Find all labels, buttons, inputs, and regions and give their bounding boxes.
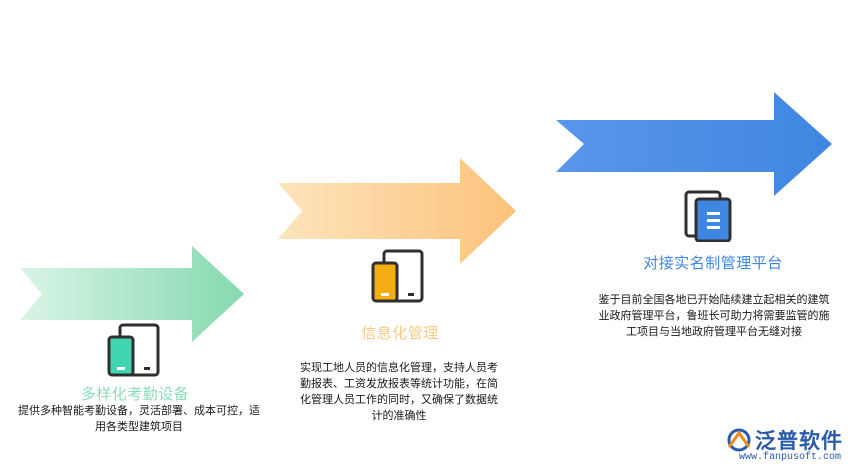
step-1-description: 提供多种智能考勤设备，灵活部署、成本可控，适用各类型建筑项目 <box>18 404 260 433</box>
step-1-title: 多样化考勤设备 <box>80 385 190 403</box>
step-3-description: 鉴于目前全国各地已开始陆续建立起相关的建筑业政府管理平台，鲁班长可助力将需要监管… <box>598 293 830 338</box>
logo-mark-icon <box>727 428 751 452</box>
step-2-arrow <box>278 158 516 264</box>
device-icon <box>371 249 424 303</box>
step-1-arrow <box>20 246 244 342</box>
step-3-arrow <box>556 92 832 196</box>
step-3-title: 对接实名制管理平台 <box>643 254 783 272</box>
document-icon <box>684 190 732 242</box>
fanpu-logo: 泛普软件 www.fanpusoft.com <box>725 425 855 467</box>
logo-name: 泛普软件 <box>755 429 843 453</box>
logo-url: www.fanpusoft.com <box>739 452 842 463</box>
step-2-description: 实现工地人员的信息化管理，支持人员考勤报表、工资发放报表等统计功能，在简化管理人… <box>300 361 498 422</box>
step-2-title: 信息化管理 <box>361 324 439 342</box>
device-icon <box>107 323 160 377</box>
